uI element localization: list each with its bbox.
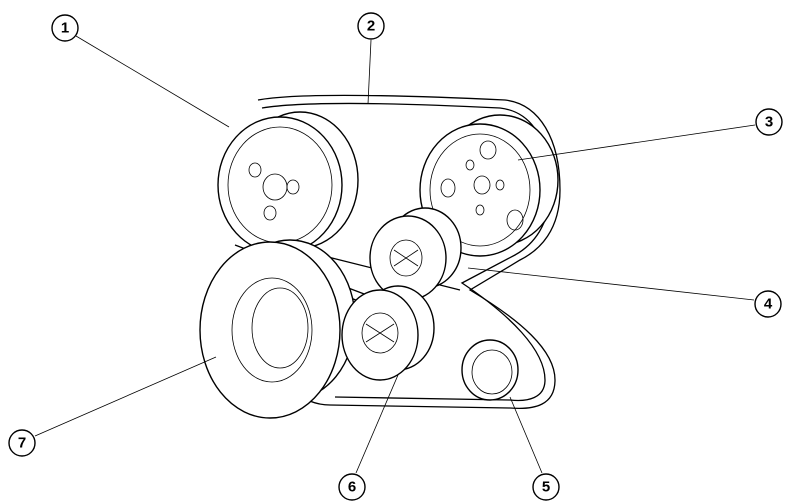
callout-label: 4 [764, 296, 773, 313]
callout-3: 3 [755, 108, 783, 136]
callout-4: 4 [754, 290, 782, 318]
pulley-1 [217, 111, 359, 254]
callout-2: 2 [357, 12, 385, 40]
pulley-7 [199, 239, 356, 419]
callout-label: 7 [18, 435, 26, 452]
callout-1: 1 [51, 14, 79, 42]
callout-label: 1 [61, 20, 69, 37]
pulley-5 [461, 339, 519, 401]
pulley-6 [341, 285, 435, 381]
callout-5: 5 [532, 473, 560, 501]
callout-7: 7 [8, 429, 36, 457]
leader-lines [34, 35, 756, 474]
callout-6: 6 [338, 473, 366, 501]
callout-label: 3 [765, 114, 773, 131]
callout-label: 2 [367, 18, 375, 35]
pulley-4 [369, 207, 462, 301]
callout-label: 5 [542, 479, 550, 496]
callout-label: 6 [348, 479, 356, 496]
